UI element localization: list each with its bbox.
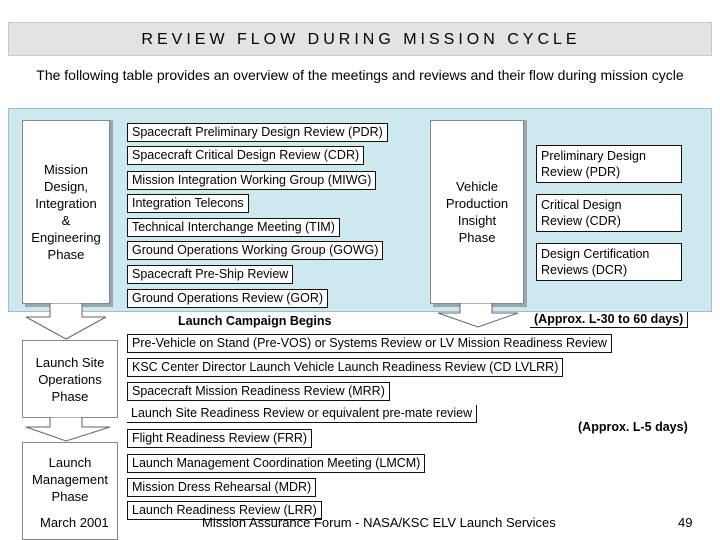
phase-vehicle-production: Vehicle Production Insight Phase: [430, 120, 524, 304]
review-preship: Spacecraft Pre-Ship Review: [127, 265, 294, 284]
review-integration-telecons: Integration Telecons: [127, 194, 249, 213]
review-lrr: Launch Readiness Review (LRR): [127, 501, 322, 520]
review-spacecraft-cdr: Spacecraft Critical Design Review (CDR): [127, 146, 365, 165]
review-mrr: Spacecraft Mission Readiness Review (MRR…: [127, 382, 390, 401]
review-gor: Ground Operations Review (GOR): [127, 289, 329, 308]
review-mdr: Mission Dress Rehearsal (MDR): [127, 478, 317, 497]
arrow-down-icon: [25, 417, 111, 442]
campaign-label: Launch Campaign Begins: [178, 314, 332, 328]
title-bar: REVIEW FLOW DURING MISSION CYCLE: [8, 22, 712, 56]
intro-text: The following table provides an overview…: [36, 67, 684, 83]
page-number: 49: [678, 515, 693, 530]
campaign-timing: (Approx. L-30 to 60 days): [530, 312, 689, 328]
review-gowg: Ground Operations Working Group (GOWG): [127, 241, 384, 260]
review-vehicle-cdr: Critical Design Review (CDR): [536, 194, 682, 232]
review-vehicle-dcr: Design Certification Reviews (DCR): [536, 243, 682, 281]
footer-date: March 2001: [40, 515, 109, 530]
review-cd-lvlrr: KSC Center Director Launch Vehicle Launc…: [127, 358, 564, 377]
review-pre-vos: Pre-Vehicle on Stand (Pre-VOS) or System…: [127, 334, 612, 353]
phase-mission-design: Mission Design, Integration & Engineerin…: [22, 120, 110, 304]
review-launch-site-readiness: Launch Site Readiness Review or equivale…: [127, 405, 478, 423]
review-spacecraft-pdr: Spacecraft Preliminary Design Review (PD…: [127, 123, 388, 142]
arrow-down-icon: [25, 303, 107, 340]
launch-timing: (Approx. L-5 days): [578, 420, 688, 434]
review-tim: Technical Interchange Meeting (TIM): [127, 218, 340, 237]
page-title: REVIEW FLOW DURING MISSION CYCLE: [141, 31, 581, 48]
footer-title: Mission Assurance Forum - NASA/KSC ELV L…: [202, 515, 556, 530]
phase-launch-site: Launch Site Operations Phase: [22, 340, 118, 418]
arrow-down-icon: [437, 303, 519, 328]
review-lmcm: Launch Management Coordination Meeting (…: [127, 454, 426, 473]
review-vehicle-pdr: Preliminary Design Review (PDR): [536, 145, 682, 183]
review-miwg: Mission Integration Working Group (MIWG): [127, 171, 377, 190]
review-frr: Flight Readiness Review (FRR): [127, 429, 313, 448]
phase-launch-management: Launch Management Phase: [22, 442, 118, 540]
